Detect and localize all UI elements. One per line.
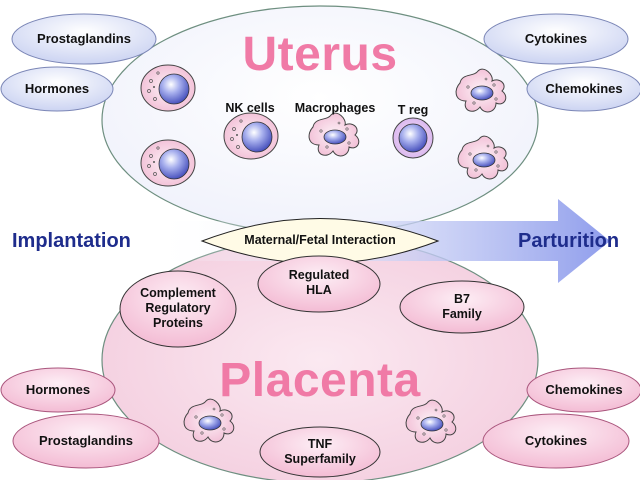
placenta-factor-pill-1 [0,367,116,413]
uterus-factor-prostaglandins: Prostaglandins [37,31,131,47]
macrophages-label: Macrophages [294,101,376,115]
uterus-factor-chemokines: Chemokines [545,81,623,97]
b7-family-label: B7 Family [442,292,482,321]
uterus-factor-pill-2 [0,66,114,112]
uterus-factor-hormones: Hormones [24,81,90,97]
placenta-factor-prostaglandins: Prostaglandins [39,433,133,449]
placenta-factor-hormones: Hormones [25,382,91,398]
placenta-title: Placenta [219,354,421,407]
nk-cell-1 [140,64,196,112]
molecule-bubble-3 [399,280,525,334]
placenta-factor-pill-4 [482,413,630,469]
implantation-label: Implantation [12,230,131,252]
placenta-factor-pill-3 [526,367,640,413]
regulated-hla-label: Regulated HLA [288,268,350,297]
molecule-bubble-2 [257,255,381,313]
uterus-factor-pill-4 [526,66,640,112]
complement-regulatory-proteins-label: Complement Regulatory Proteins [140,286,216,330]
uterus-factor-pill-3 [483,13,629,65]
molecule-bubble-1 [119,270,237,348]
uterus-factor-pill-1 [11,13,157,65]
nk-cell-2 [140,139,196,187]
uterus-title: Uterus [242,28,398,81]
treg-cell [392,117,434,159]
nk-cell-3 [223,112,279,160]
placenta-factor-pill-2 [12,413,160,469]
interface-lens [200,218,440,264]
placenta-factor-cytokines: Cytokines [524,433,588,449]
parturition-label: Parturition [518,230,620,252]
placenta-factor-chemokines: Chemokines [545,382,623,398]
interface-label: Maternal/Fetal Interaction [244,233,396,247]
uterus-factor-cytokines: Cytokines [524,31,588,47]
nk-cells-label: NK cells [225,101,275,115]
molecule-bubble-4 [259,426,381,478]
tnf-superfamily-label: TNF Superfamily [284,437,356,466]
treg-label: T reg [397,103,429,117]
